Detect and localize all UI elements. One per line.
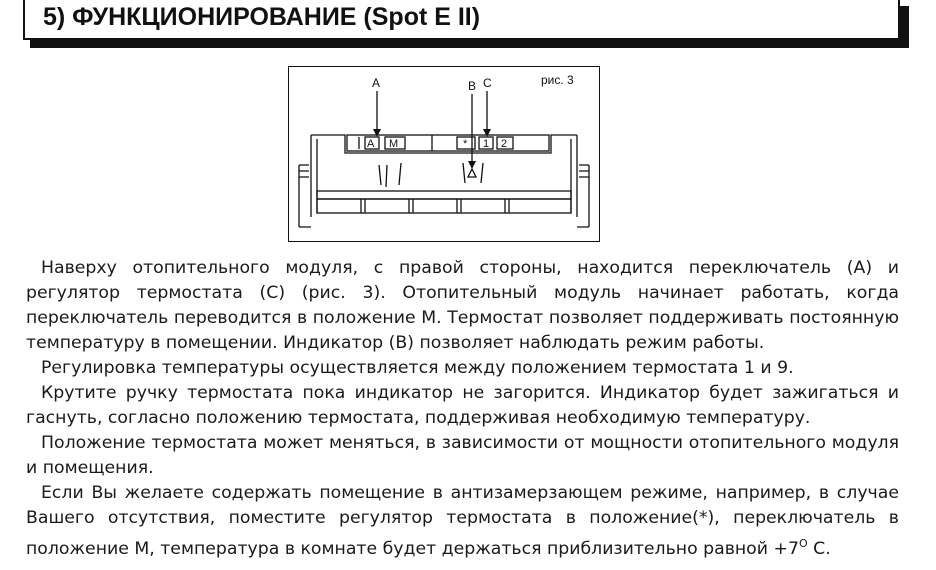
temp-unit: C.	[807, 539, 831, 559]
left-bracket	[298, 164, 311, 228]
indicator-triangle	[466, 167, 478, 178]
switch-m-key	[384, 136, 406, 150]
arrow-c-head	[483, 129, 491, 137]
switch-label-1: 1	[483, 138, 490, 150]
body-text: Наверху отопительного модуля, с правой с…	[26, 256, 899, 562]
section-header: 5) ФУНКЦИОНИРОВАНИЕ (Spot E II)	[23, 0, 900, 40]
grille-slots	[316, 198, 572, 214]
arrow-a-head	[373, 129, 381, 137]
paragraph-2: Регулировка температуры осуществляется м…	[41, 358, 794, 378]
thermostat-1-key	[478, 136, 494, 150]
right-bracket	[577, 164, 590, 228]
paragraph-4: Положение термостата может меняться, в з…	[26, 433, 899, 478]
heater-top-outline	[311, 134, 577, 154]
paragraph-1: Наверху отопительного модуля, с правой с…	[26, 258, 899, 353]
switch-label-2: 2	[501, 138, 508, 150]
section-title: 5) ФУНКЦИОНИРОВАНИЕ (Spot E II)	[43, 3, 481, 31]
switch-label-m: M	[389, 138, 399, 150]
thermostat-2-key	[496, 136, 514, 150]
arrow-b-head	[468, 161, 476, 169]
label-c: C	[483, 76, 492, 90]
figure-caption: рис. 3	[541, 73, 574, 87]
paragraph-5: Если Вы желаете содержать помещение в ан…	[26, 481, 899, 562]
control-panel	[346, 134, 550, 152]
grille-top-rail	[316, 190, 572, 200]
thermostat-star-key	[456, 136, 476, 150]
label-a: A	[372, 76, 381, 90]
heater-diagram	[298, 91, 590, 228]
figure-3: A B C рис. 3 A M * 1 2	[288, 66, 600, 242]
paragraph-3: Крутите ручку термостата пока индикатор …	[26, 383, 899, 428]
paragraph-5-text: Если Вы желаете содержать помещение в ан…	[26, 483, 899, 559]
switch-label-a: A	[367, 138, 375, 150]
label-b: B	[468, 79, 477, 93]
switch-label-star: *	[463, 138, 468, 150]
switch-a-key	[364, 136, 380, 150]
degree-sign: O	[798, 537, 808, 550]
